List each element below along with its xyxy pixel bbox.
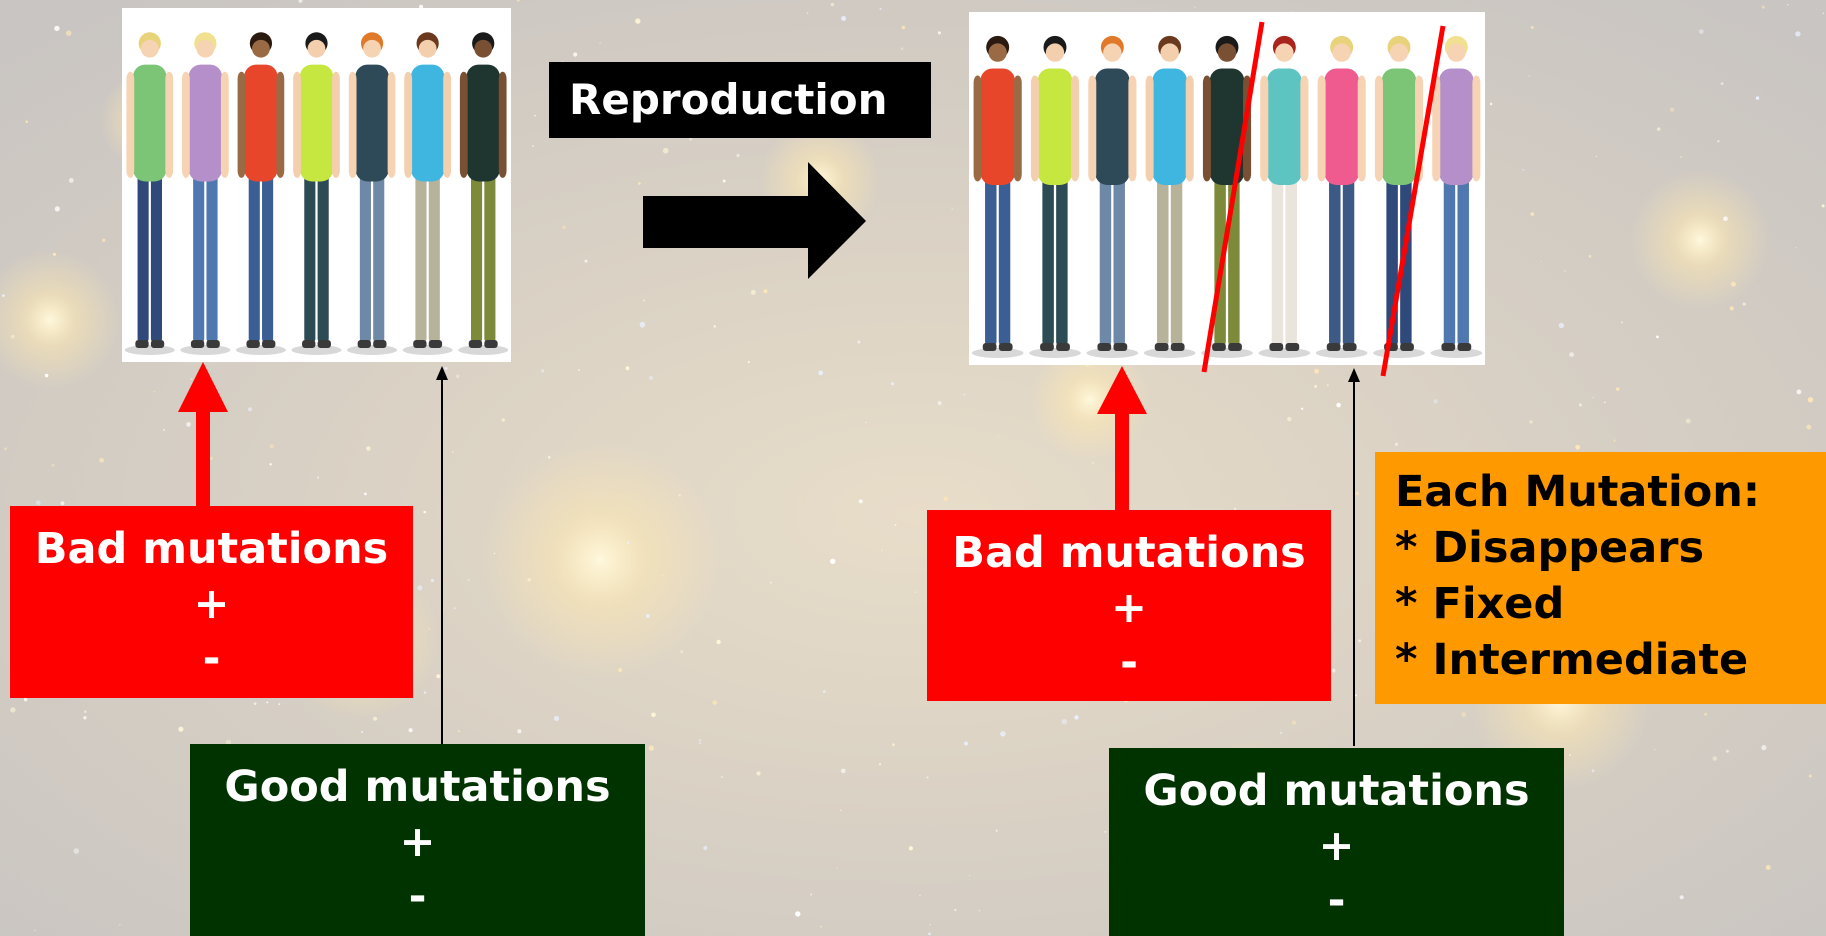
- plus-symbol: +: [193, 579, 230, 629]
- reproduction-label: Reproduction: [549, 62, 931, 138]
- person-figure: [1373, 35, 1425, 358]
- person-figure: [402, 32, 453, 355]
- person-figure: [1430, 35, 1483, 358]
- note-item-disappears: * Disappears: [1395, 523, 1705, 573]
- good-mutations-box-left: Good mutations + -: [190, 744, 645, 936]
- minus-symbol: -: [408, 872, 427, 922]
- person-figure: [971, 35, 1024, 358]
- good-mutations-title: Good mutations: [224, 762, 611, 812]
- person-figure: [347, 32, 398, 355]
- people-group-icon: [971, 35, 1483, 358]
- person-figure: [458, 32, 509, 355]
- person-figure: [1315, 35, 1368, 358]
- person-figure: [1201, 35, 1253, 358]
- mutation-outcomes-note: Each Mutation: * Disappears * Fixed * In…: [1375, 452, 1826, 704]
- minus-symbol: -: [1120, 638, 1138, 688]
- people-group-before-image: [122, 8, 511, 362]
- bad-mutations-title: Bad mutations: [34, 524, 389, 574]
- bad-mutations-box-left: Bad mutations + -: [10, 506, 413, 698]
- plus-symbol: +: [399, 817, 436, 867]
- bad-mutations-box-right: Bad mutations + -: [927, 510, 1331, 701]
- person-figure: [180, 32, 231, 355]
- note-title: Each Mutation:: [1395, 467, 1761, 517]
- person-figure: [1029, 35, 1081, 358]
- minus-symbol: -: [202, 634, 221, 684]
- people-group-icon: [124, 32, 509, 355]
- person-figure: [235, 32, 286, 355]
- note-item-fixed: * Fixed: [1395, 579, 1565, 629]
- good-mutations-title: Good mutations: [1143, 766, 1530, 816]
- person-figure: [1143, 35, 1196, 358]
- note-item-intermediate: * Intermediate: [1395, 635, 1749, 685]
- person-figure: [291, 32, 342, 355]
- bad-mutations-title: Bad mutations: [952, 528, 1306, 578]
- people-group-after-image: [969, 12, 1485, 365]
- minus-symbol: -: [1327, 876, 1346, 926]
- reproduction-label-text: Reproduction: [569, 75, 888, 124]
- plus-symbol: +: [1110, 583, 1148, 633]
- good-mutations-box-right: Good mutations + -: [1109, 748, 1564, 936]
- person-figure: [124, 32, 175, 355]
- plus-symbol: +: [1318, 821, 1355, 871]
- person-figure: [1086, 35, 1139, 358]
- person-figure: [1258, 35, 1311, 358]
